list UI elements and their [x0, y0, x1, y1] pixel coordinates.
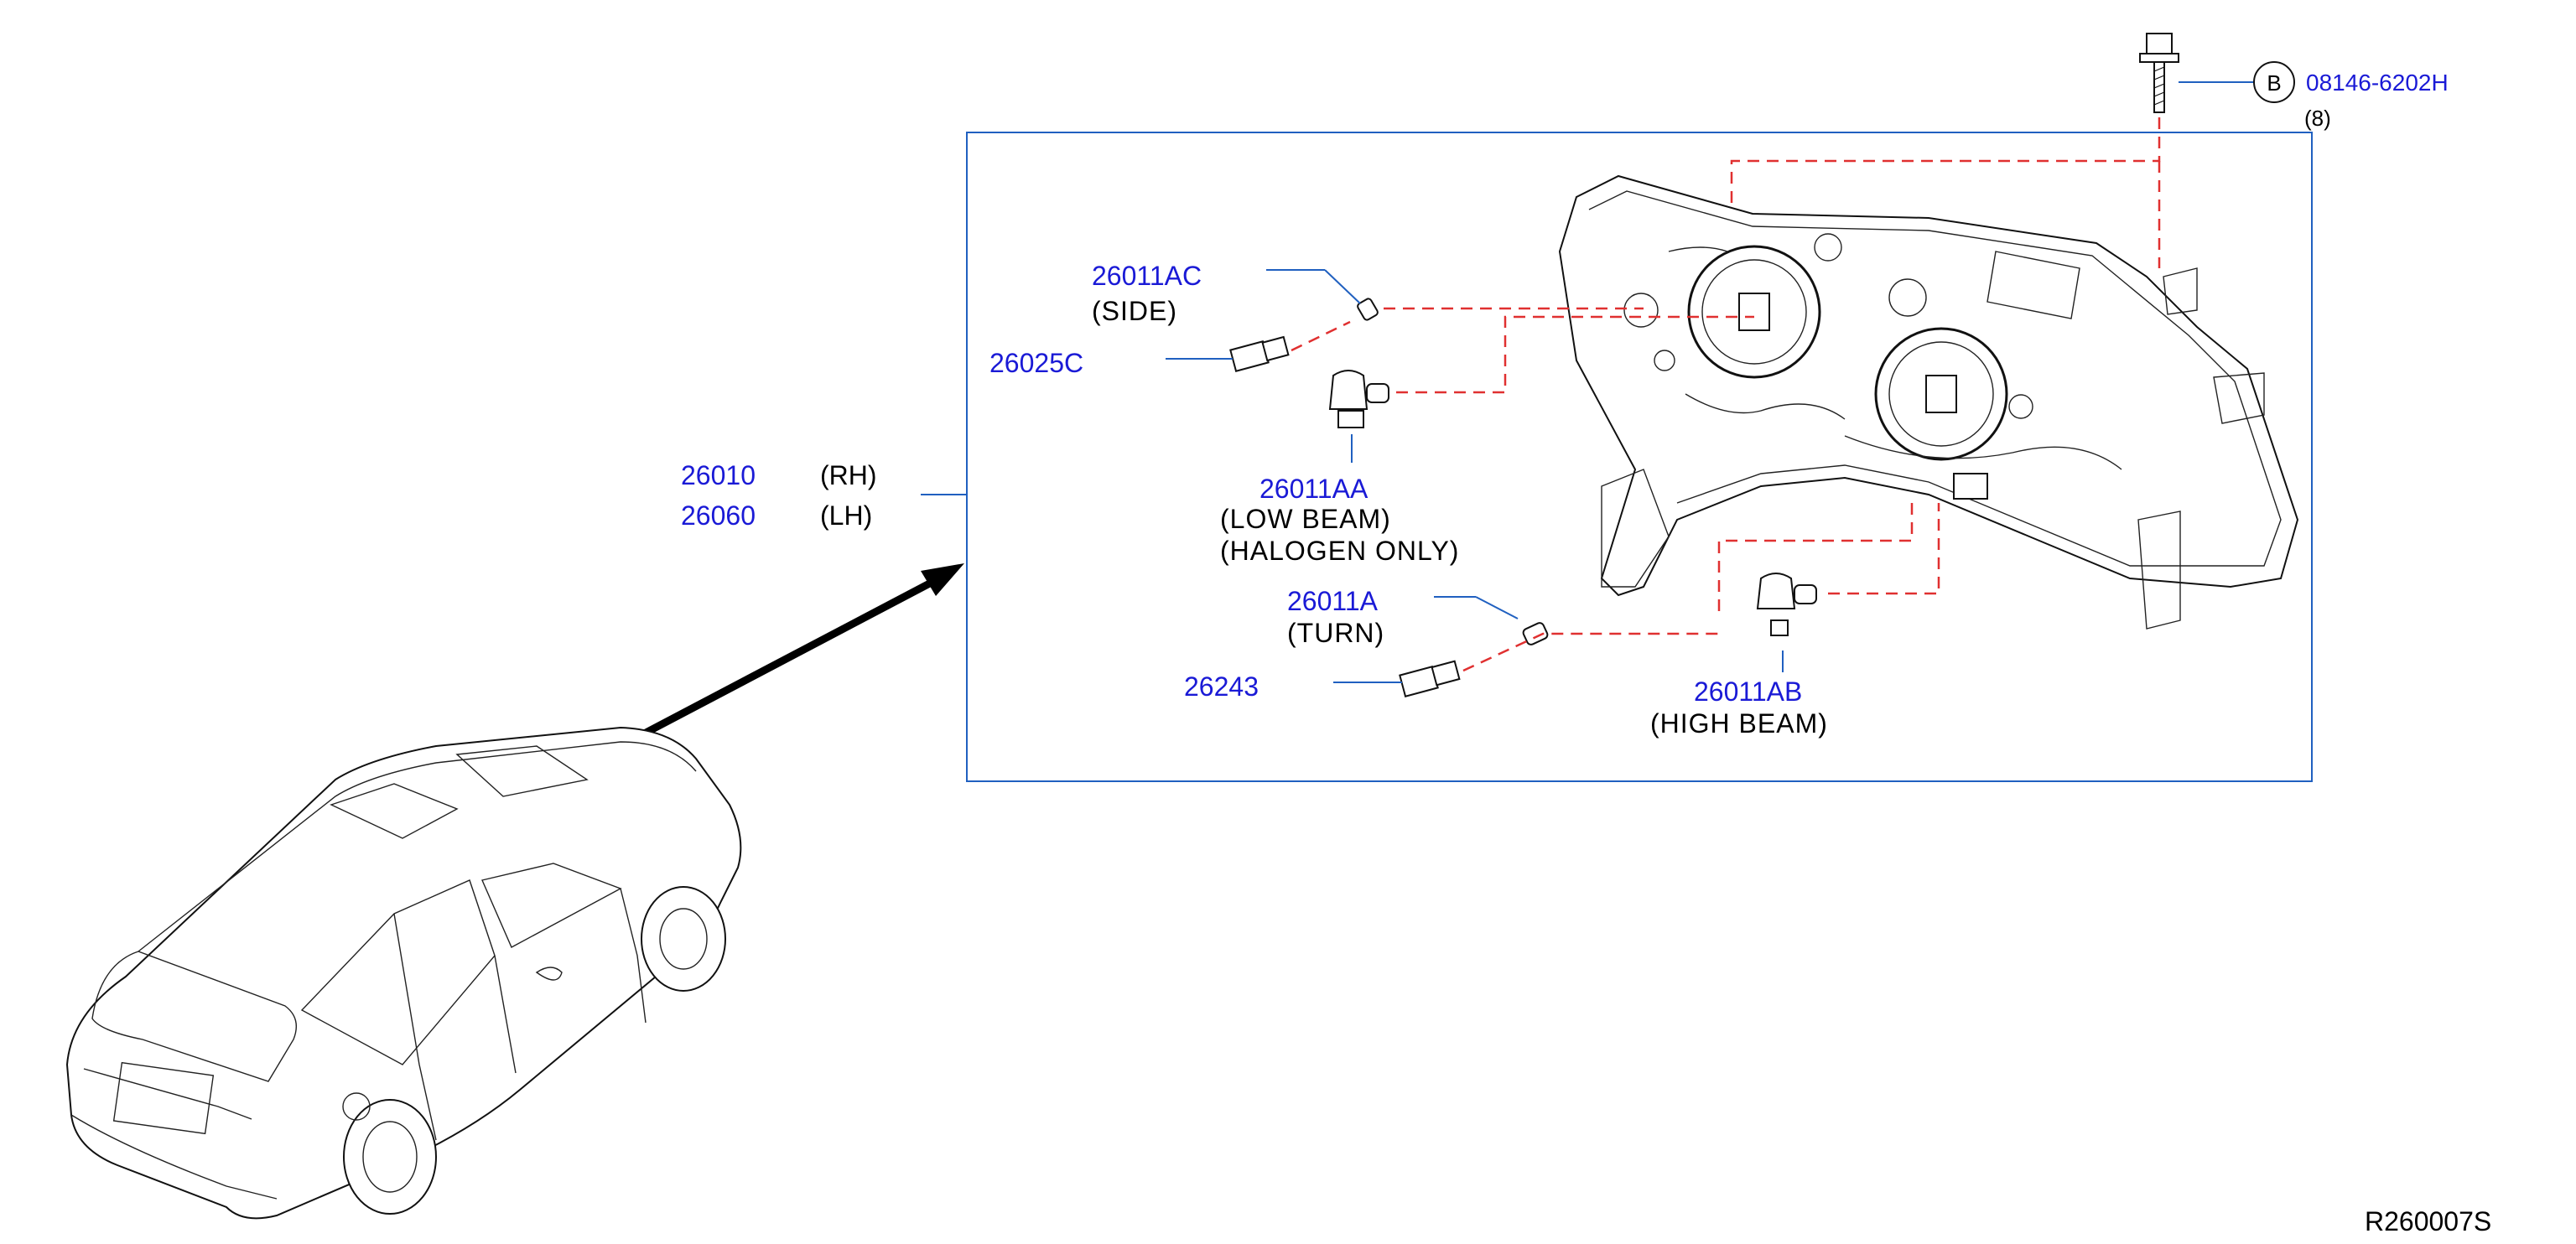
high-beam-part-number[interactable]: 26011AB [1694, 676, 1802, 707]
side-socket-icon[interactable] [1229, 335, 1290, 372]
assembly-rh-part-number[interactable]: 26010 [681, 460, 756, 490]
installation-dash-lines [1291, 117, 2161, 672]
assembly-frame [966, 132, 2313, 782]
turn-socket-part-number[interactable]: 26243 [1184, 671, 1259, 702]
low-beam-part-number[interactable]: 26011AA [1259, 474, 1368, 504]
bolt-icon[interactable] [2139, 33, 2179, 113]
assembly-lh-label: (LH) [820, 500, 872, 531]
vehicle-illustration [65, 726, 742, 1220]
low-beam-description-1: (LOW BEAM) [1220, 504, 1391, 534]
locator-arrow [631, 563, 964, 743]
side-bulb-part-number[interactable]: 26011AC [1092, 261, 1202, 291]
bolt-quantity: (8) [2304, 106, 2331, 131]
headlamp-housing[interactable] [1558, 174, 2299, 630]
diagram-reference: R260007S [2365, 1206, 2491, 1236]
turn-bulb-icon[interactable] [1522, 621, 1549, 645]
turn-bulb-description: (TURN) [1287, 618, 1384, 648]
assembly-lh-part-number[interactable]: 26060 [681, 500, 756, 531]
bolt-part-number[interactable]: 08146-6202H [2306, 70, 2449, 96]
high-beam-description: (HIGH BEAM) [1650, 708, 1828, 739]
bolt-callout-letter: B [2267, 70, 2281, 96]
assembly-rh-label: (RH) [820, 460, 877, 490]
low-beam-description-2: (HALOGEN ONLY) [1220, 536, 1459, 566]
side-bulb-description: (SIDE) [1092, 296, 1177, 326]
side-socket-part-number[interactable]: 26025C [989, 348, 1083, 378]
turn-socket-icon[interactable] [1399, 660, 1461, 697]
high-beam-bulb-icon[interactable] [1756, 573, 1817, 636]
low-beam-bulb-icon[interactable] [1328, 370, 1389, 428]
turn-bulb-leader-angle [1475, 596, 1519, 619]
side-bulb-icon[interactable] [1357, 298, 1379, 321]
side-bulb-leader-angle [1324, 269, 1361, 304]
bolt-callout-circle [2253, 61, 2295, 103]
turn-bulb-part-number[interactable]: 26011A [1287, 586, 1379, 616]
